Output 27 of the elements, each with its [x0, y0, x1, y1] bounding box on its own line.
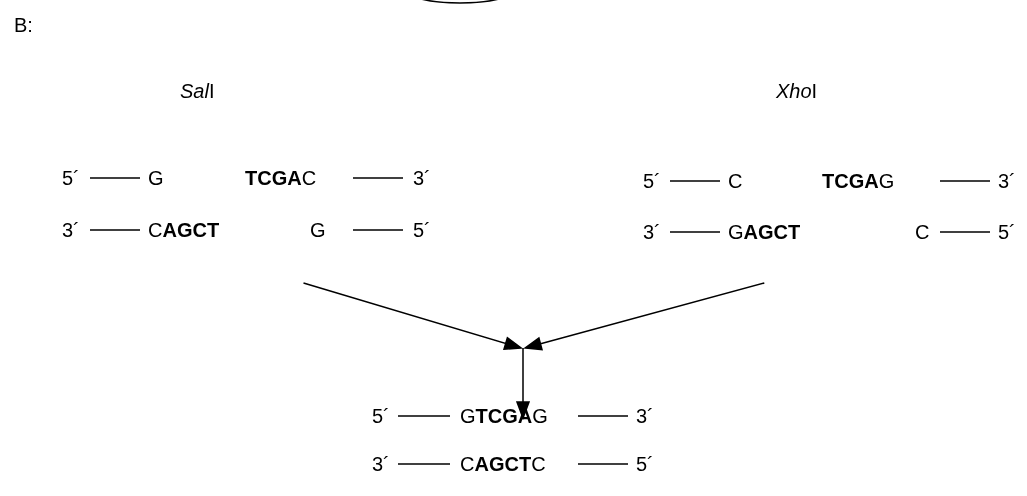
sequence-text: C	[728, 170, 743, 192]
sequence-text: 5´	[643, 170, 661, 192]
sequence-text: 3´	[62, 219, 80, 241]
sequence-text: 3´	[413, 167, 431, 189]
sequence-text: CAGCTC	[460, 453, 546, 475]
sequence-text: 3´	[643, 221, 661, 243]
sequence-text: GAGCT	[728, 221, 801, 243]
arrow	[524, 282, 766, 351]
sequence-text: 3´	[372, 453, 390, 475]
sequence-text: TCGAG	[822, 170, 895, 192]
sequence-text: 3´	[636, 405, 654, 427]
sequence-text: 5´	[636, 453, 654, 475]
panel-label: B:	[14, 14, 33, 36]
sequence-text: 5´	[413, 219, 431, 241]
arrow	[515, 347, 530, 419]
sequence-text: TCGAC	[245, 167, 317, 189]
sequence-text: 5´	[372, 405, 390, 427]
sequence-text: CAGCT	[148, 219, 220, 241]
sequence-text: G	[148, 167, 164, 189]
sequence-text: C	[915, 221, 930, 243]
sequence-text: 5´	[998, 221, 1016, 243]
enzyme-name: XhoI	[776, 80, 818, 102]
sequence-text: 3´	[998, 170, 1016, 192]
sequence-text: G	[310, 219, 326, 241]
enzyme-name: SalI	[180, 80, 215, 102]
sequence-text: 5´	[62, 167, 80, 189]
arrow	[302, 282, 522, 351]
